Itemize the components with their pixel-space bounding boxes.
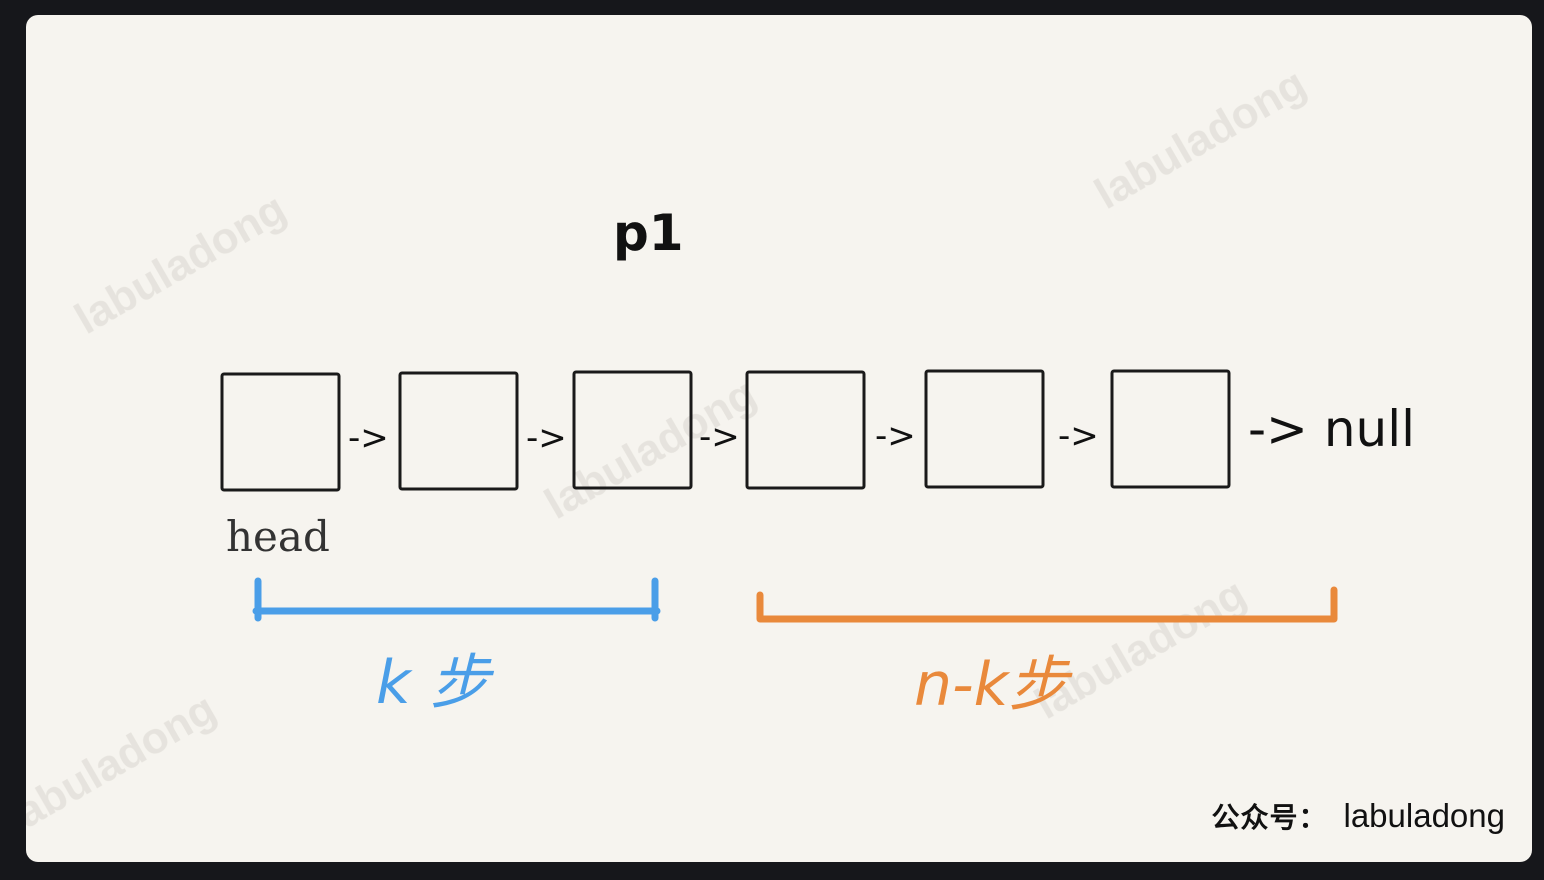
head-label: head <box>226 512 330 561</box>
list-node <box>924 369 1045 489</box>
diagram-canvas: labuladong labuladong labuladong labulad… <box>26 15 1532 862</box>
watermark-text: labuladong <box>26 684 224 844</box>
n-minus-k-steps-label: n-k步 <box>914 650 1073 720</box>
watermark-text: labuladong <box>1087 59 1315 219</box>
arrow-connector: -> <box>526 418 567 458</box>
list-node <box>572 370 693 490</box>
footer-prefix: 公众号： <box>1211 801 1328 834</box>
list-node <box>1110 369 1231 489</box>
list-node <box>398 371 519 491</box>
list-node <box>220 372 341 492</box>
pointer-label-p1: p1 <box>613 204 684 262</box>
k-steps-bracket <box>252 577 661 622</box>
list-node <box>745 370 866 490</box>
null-terminator: -> null <box>1248 400 1415 458</box>
arrow-connector: -> <box>1058 416 1099 456</box>
linked-list-diagram: labuladong labuladong labuladong labulad… <box>26 59 1415 844</box>
n-minus-k-steps-bracket <box>756 586 1338 623</box>
arrow-connector: -> <box>875 416 916 456</box>
footer-account: labuladong <box>1343 797 1506 834</box>
watermark-text: labuladong <box>67 184 295 344</box>
footer-credit: 公众号： labuladong <box>1211 796 1505 836</box>
arrow-connector: -> <box>348 418 389 458</box>
arrow-connector: -> <box>699 417 740 457</box>
k-steps-label: k 步 <box>376 648 495 718</box>
